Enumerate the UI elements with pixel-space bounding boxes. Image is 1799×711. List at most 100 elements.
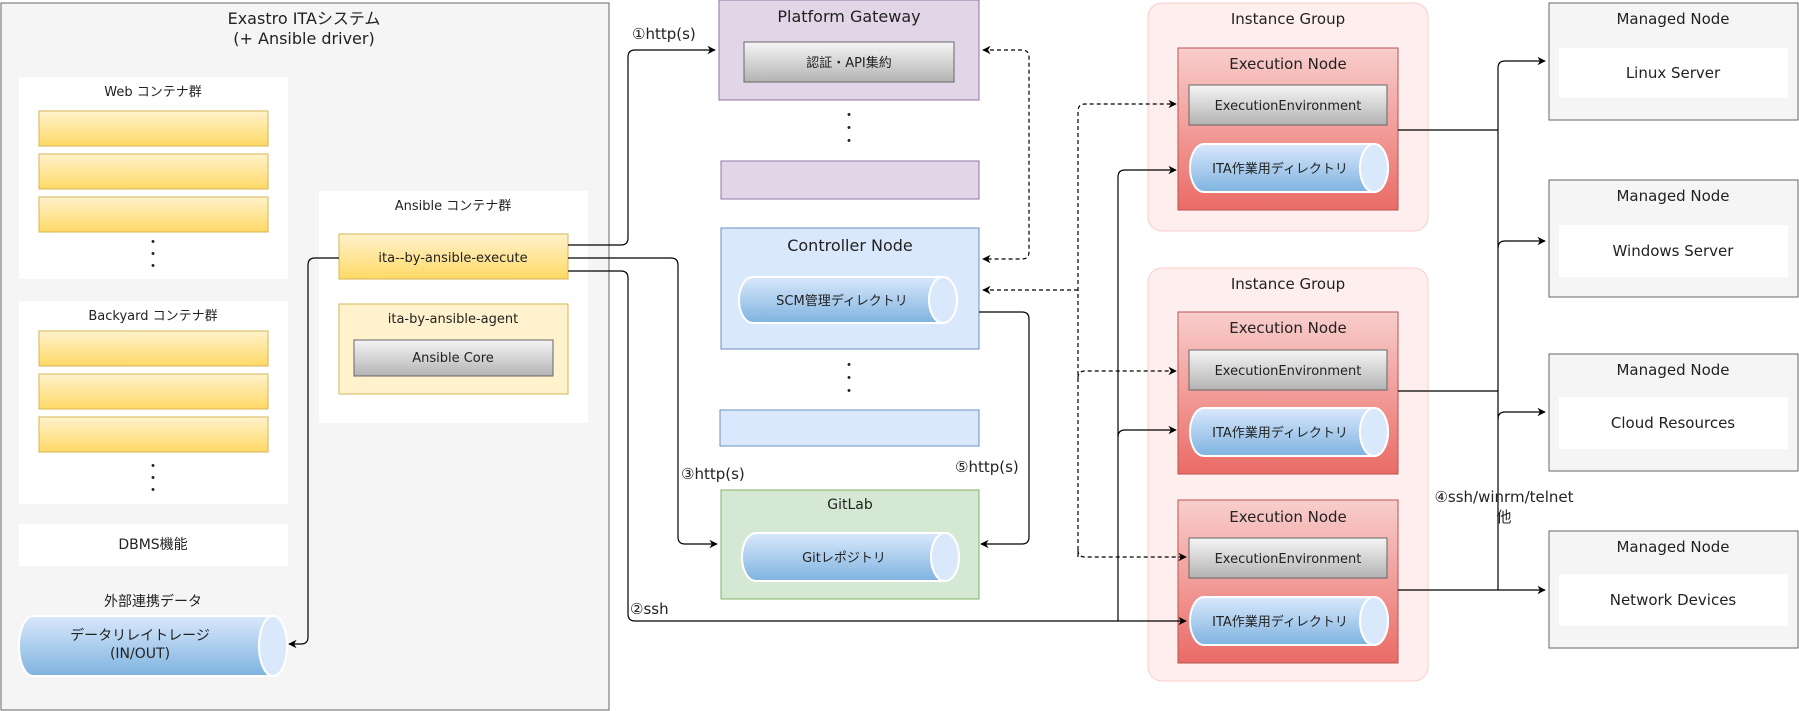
label-http3: ③http(s): [681, 465, 745, 483]
label-ssh4-line1: ④ssh/winrm/telnet: [1434, 488, 1573, 506]
managed-node-windows: Managed Node Windows Server: [1548, 179, 1799, 298]
connector-http5: [979, 311, 1030, 549]
execution-environment-3-label: ExecutionEnvironment: [1215, 552, 1362, 567]
execution-node-2-title: Execution Node: [1229, 319, 1347, 337]
execution-environment-2-label: ExecutionEnvironment: [1215, 364, 1362, 379]
system-title-line1: Exastro ITAシステム: [228, 9, 381, 28]
web-container-1: [38, 110, 269, 147]
git-repository-cylinder: Gitレポジトリ: [741, 532, 960, 582]
auth-api-box: [743, 41, 955, 83]
work-directory-2: ITA作業用ディレクトリ: [1189, 407, 1389, 457]
execution-node-3: Execution Node ExecutionEnvironment ITA作…: [1177, 499, 1399, 664]
controller-ellipsis-1: ・: [842, 358, 856, 374]
work-directory-3: ITA作業用ディレクトリ: [1189, 596, 1389, 646]
dbms-label: DBMS機能: [118, 537, 187, 553]
controller-ellipsis-2: ・: [842, 371, 856, 387]
instance-group-2-title: Instance Group: [1231, 275, 1345, 293]
scm-directory-cylinder: SCM管理ディレクトリ: [738, 276, 958, 324]
execution-environment-3: [1188, 537, 1388, 579]
ansible-group-label: Ansible コンテナ群: [395, 199, 512, 214]
ansible-container-group: Ansible コンテナ群 ita--by-ansible-execute it…: [319, 191, 588, 423]
storage-label-line1: データリレイトレージ: [70, 627, 210, 644]
web-ellipsis-1: ・: [146, 235, 160, 251]
web-container-group: Web コンテナ群 ・ ・ ・: [19, 77, 288, 279]
managed-node-linux: Managed Node Linux Server: [1548, 2, 1799, 121]
managed-node-network: Managed Node Network Devices: [1548, 530, 1799, 649]
connectors: [288, 45, 1546, 649]
connector-http3: [568, 257, 718, 549]
label-ssh4-line2: 他: [1496, 508, 1511, 526]
connector-to-windows: [1497, 236, 1546, 249]
work-directory-2-label: ITA作業用ディレクトリ: [1212, 425, 1348, 441]
label-http5: ⑤http(s): [955, 458, 1019, 476]
backyard-container-group: Backyard コンテナ群 ・ ・ ・: [19, 301, 288, 504]
web-container-3: [38, 196, 269, 233]
execution-node-2: Execution Node ExecutionEnvironment ITA作…: [1177, 311, 1399, 475]
git-repository-label: Gitレポジトリ: [802, 551, 886, 566]
web-group-label: Web コンテナ群: [104, 85, 201, 100]
execution-node-1-title: Execution Node: [1229, 55, 1347, 73]
ansible-core-box: [353, 339, 554, 377]
data-storage-cylinder: データリレイトレージ (IN/OUT): [18, 615, 288, 677]
connector-dashed-exec1: [1077, 99, 1177, 557]
connector-to-cloud: [1497, 407, 1546, 420]
gateway-ellipsis-2: ・: [842, 121, 856, 137]
network-devices-label: Network Devices: [1610, 591, 1737, 609]
execution-environment-1: [1188, 84, 1388, 126]
managed-node-cloud-title: Managed Node: [1616, 361, 1729, 379]
exastro-ita-system: Exastro ITAシステム (+ Ansible driver) Web コ…: [0, 2, 610, 711]
connector-ssh2: [568, 270, 1187, 626]
controller-node: Controller Node SCM管理ディレクトリ: [720, 227, 980, 350]
backyard-ellipsis-3: ・: [146, 483, 160, 499]
connector-ssh2-branch-2: [1117, 425, 1177, 438]
web-container-2: [38, 153, 269, 190]
platform-gateway-title: Platform Gateway: [777, 7, 920, 26]
work-directory-1: ITA作業用ディレクトリ: [1189, 143, 1389, 193]
connector-gateway-controller: [982, 45, 1030, 264]
controller-node-title: Controller Node: [787, 236, 913, 255]
connector-storage: [288, 257, 339, 649]
gateway-ellipsis-1: ・: [842, 108, 856, 124]
managed-node-cloud: Managed Node Cloud Resources: [1548, 353, 1799, 472]
ansible-core-label: Ansible Core: [412, 351, 494, 366]
managed-node-network-title: Managed Node: [1616, 538, 1729, 556]
ansible-agent-label: ita-by-ansible-agent: [388, 312, 518, 327]
web-ellipsis-3: ・: [146, 259, 160, 275]
instance-group-2: Instance Group Execution Node ExecutionE…: [1147, 267, 1429, 682]
auth-api-label: 認証・API集約: [806, 55, 892, 71]
backyard-container-1: [38, 330, 269, 367]
connector-dashed-exec2: [1077, 366, 1177, 379]
connector-to-linux: [1497, 56, 1546, 69]
work-directory-3-label: ITA作業用ディレクトリ: [1212, 614, 1348, 630]
connector-dashed-exec3: [1077, 549, 1187, 562]
storage-label-line2: (IN/OUT): [110, 646, 170, 662]
controller-ellipsis-3: ・: [842, 384, 856, 400]
backyard-container-3: [38, 416, 269, 453]
label-ssh2: ②ssh: [630, 600, 669, 618]
execution-environment-1-label: ExecutionEnvironment: [1215, 99, 1362, 114]
work-directory-1-label: ITA作業用ディレクトリ: [1212, 161, 1348, 177]
connector-ssh2-branch-1: [1117, 165, 1177, 621]
system-title-line2: (+ Ansible driver): [233, 29, 374, 48]
gateway-ellipsis-3: ・: [842, 134, 856, 150]
managed-node-linux-title: Managed Node: [1616, 10, 1729, 28]
dashed-connectors: [982, 45, 1187, 562]
dbms-box: [19, 524, 288, 566]
gitlab: GitLab Gitレポジトリ: [720, 489, 980, 600]
instance-group-1: Instance Group Execution Node ExecutionE…: [1147, 2, 1429, 232]
platform-gateway-2: [720, 160, 980, 200]
web-ellipsis-2: ・: [146, 247, 160, 263]
backyard-group-label: Backyard コンテナ群: [88, 309, 217, 324]
connector-http1: [568, 45, 716, 246]
cloud-resources-label: Cloud Resources: [1611, 414, 1735, 432]
backyard-ellipsis-2: ・: [146, 471, 160, 487]
ansible-execute-container: [338, 233, 569, 280]
ansible-execute-label: ita--by-ansible-execute: [378, 251, 527, 266]
execution-environment-2: [1188, 349, 1388, 391]
linux-server-label: Linux Server: [1626, 64, 1721, 82]
controller-node-2: [719, 409, 980, 447]
gitlab-title: GitLab: [827, 497, 873, 513]
scm-directory-label: SCM管理ディレクトリ: [776, 293, 908, 309]
label-http1: ①http(s): [632, 25, 696, 43]
